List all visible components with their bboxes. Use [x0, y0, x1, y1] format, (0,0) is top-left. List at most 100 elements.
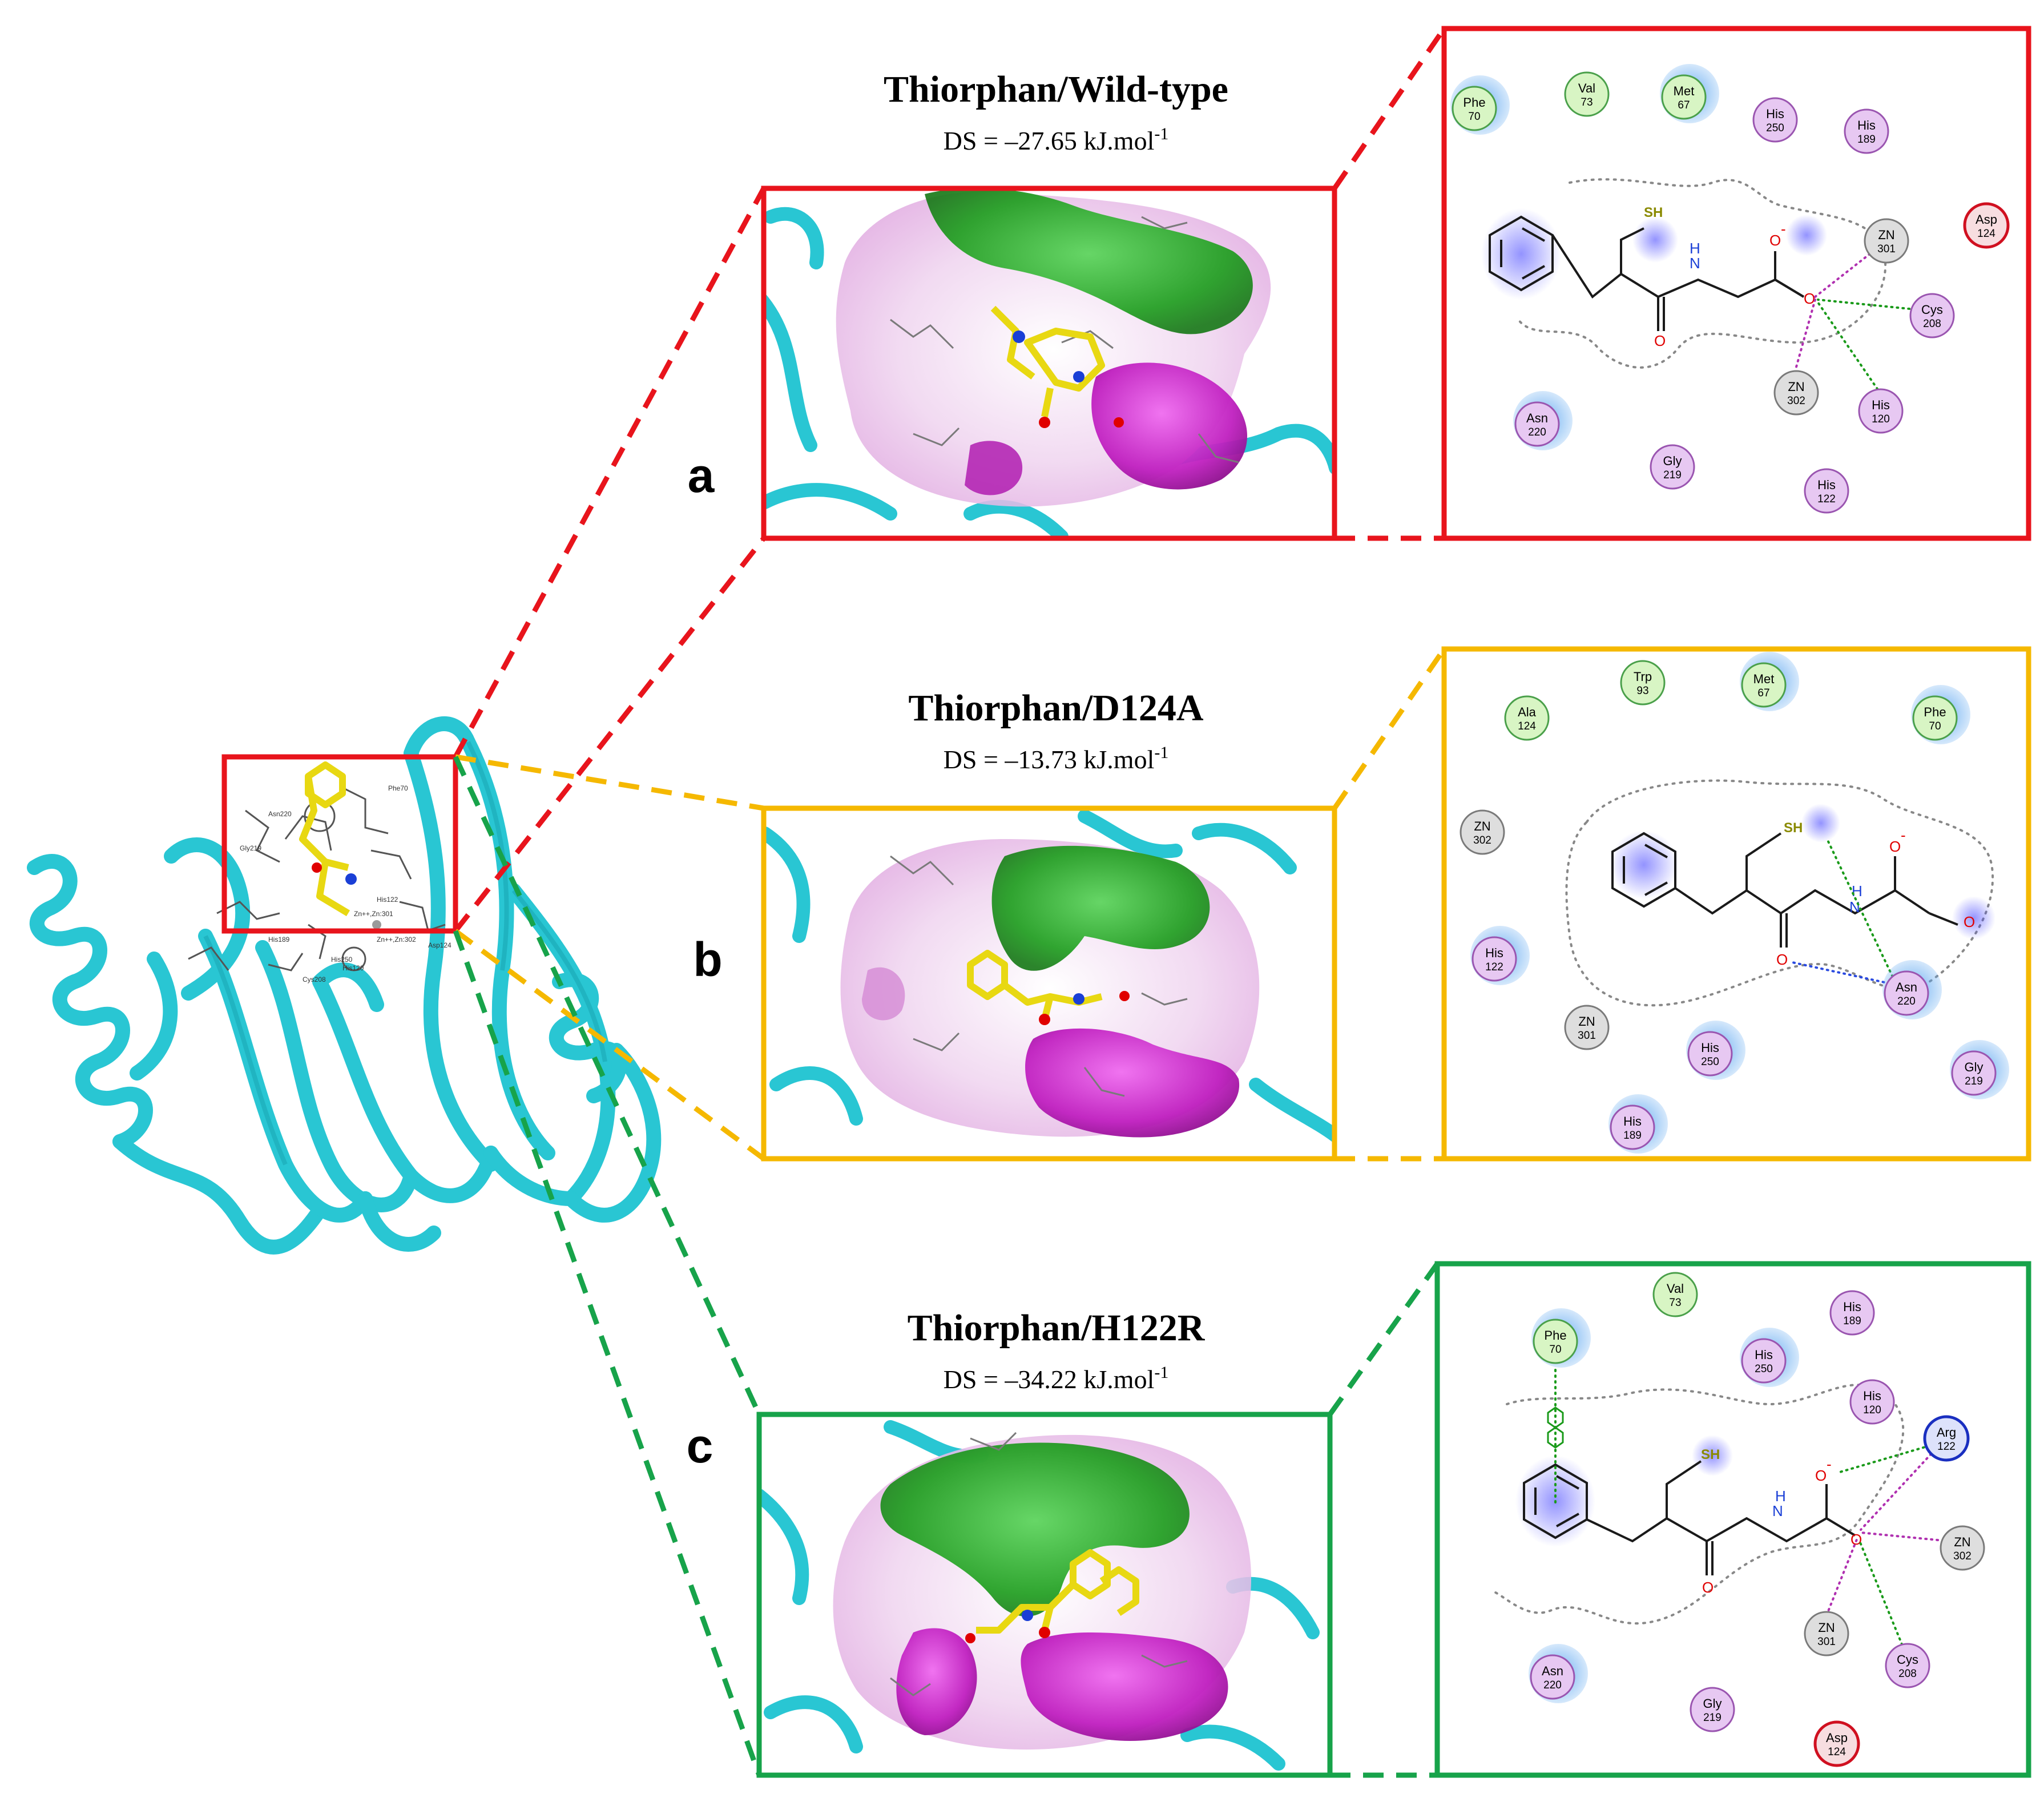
atom-charge: -: [1827, 1456, 1832, 1473]
ribbon-sheet-2: [255, 940, 418, 1212]
residue-name: Phe: [1924, 705, 1946, 719]
ribbon-loop-6: [483, 1146, 578, 1206]
connector-lines: [453, 27, 1446, 1778]
atom-o: O: [1964, 913, 1975, 930]
atom-o-minus: O: [1815, 1467, 1827, 1484]
residue-circle: [1912, 695, 1958, 741]
residue-circle: [1564, 1005, 1610, 1050]
atom-charge: -: [1781, 220, 1786, 237]
residue-number: 70: [1929, 720, 1941, 732]
atom-o: O: [1804, 290, 1815, 307]
residue-circle: [1452, 86, 1497, 131]
residue-disc: His189: [1844, 108, 1889, 154]
atom-h: H: [1852, 882, 1862, 900]
residue-number: 120: [1863, 1404, 1881, 1416]
residue-disc: Asn220: [1513, 391, 1573, 450]
residue-number: 189: [1857, 134, 1876, 146]
docking-score-unit-sup: -1: [1154, 124, 1168, 143]
residue-disc: Asn220: [1882, 960, 1942, 1019]
atom-o: O: [1654, 332, 1666, 349]
residue-disc: Gly219: [1690, 1687, 1735, 1732]
ribbon-sheet-4: [404, 746, 498, 1172]
docking-score: DS = –27.65 kJ.mol-1: [944, 124, 1169, 155]
residue-number: 302: [1787, 395, 1805, 407]
residue-circle: [1690, 1687, 1735, 1732]
overview-label: Asn220: [268, 810, 292, 818]
docking-score-unit-sup: -1: [1154, 1363, 1168, 1382]
residue-number: 250: [1766, 122, 1784, 134]
ribbon-edge-2: [466, 741, 509, 971]
panel-title: Thiorphan/H122R: [908, 1307, 1206, 1349]
residue-circle: [1940, 1525, 1985, 1571]
interaction-diagram-a: SH N H O O - O: [1441, 26, 2031, 541]
residue-circle: [1844, 108, 1889, 154]
overview-label: Zn++,Zn:302: [377, 936, 416, 944]
residue-name: Cys: [1897, 1652, 1918, 1667]
residue-disc: Cys208: [1885, 1643, 1930, 1688]
residue-number: 67: [1757, 687, 1769, 699]
residue-number: 122: [1817, 493, 1836, 505]
residue-number: 301: [1877, 243, 1896, 255]
pocket-outline: [1494, 1384, 1905, 1625]
residue-circle: [1533, 1319, 1578, 1364]
residue-disc: Asp124: [1813, 1720, 1860, 1767]
residue-disc: Phe70: [1531, 1308, 1591, 1368]
residue-name: His: [1755, 1348, 1773, 1362]
ribbon-helix-right: [549, 972, 627, 1103]
residue-name: Val: [1578, 81, 1595, 95]
residue-number: 219: [1703, 1712, 1722, 1724]
residue-disc: Asp124: [1963, 202, 2010, 249]
residue-circle: [1610, 1104, 1655, 1150]
residue-circle: [1884, 970, 1929, 1016]
residue-circle: [1951, 1050, 1997, 1096]
ribbon-loop-7: [130, 952, 178, 1081]
residue-disc: His189: [1608, 1094, 1668, 1154]
ribbon-loop-8: [358, 1191, 441, 1252]
docking-score-unit-sup: -1: [1154, 743, 1168, 762]
overview-label: Cys208: [303, 975, 326, 983]
surface-view-a: [761, 186, 1337, 541]
overview-zoom-box: [221, 754, 458, 934]
residue-number: 250: [1755, 1363, 1773, 1375]
atom-h: H: [1775, 1487, 1786, 1505]
residue-number: 220: [1897, 995, 1916, 1007]
ribbon-loop-4: [164, 837, 251, 1001]
residue-circle: [1504, 695, 1550, 741]
panel-a-heading: Thiorphan/Wild-type DS = –27.65 kJ.mol-1: [884, 68, 1228, 155]
atom-n: N: [1849, 898, 1860, 916]
ribbon-edge-1: [203, 935, 288, 1166]
residue-number: 208: [1923, 318, 1941, 330]
residue-disc: His120: [1858, 388, 1904, 434]
residue-name: Asn: [1896, 980, 1917, 994]
residue-name: ZN: [1818, 1620, 1835, 1635]
residue-name: His: [1766, 107, 1784, 121]
atom-o: O: [1776, 951, 1788, 968]
overview-label: Asp124: [428, 941, 451, 949]
residue-circle: [1773, 370, 1819, 416]
residue-disc: Gly219: [1650, 444, 1695, 490]
residue-name: Val: [1667, 1281, 1684, 1296]
panel-letter-a: a: [688, 449, 715, 502]
surface-view-c: [756, 1412, 1333, 1778]
residue-disc: Cys208: [1909, 293, 1955, 338]
residue-circle: [1741, 1338, 1787, 1384]
overview-label: His122: [377, 896, 398, 904]
residue-name: Phe: [1463, 95, 1485, 110]
overview-label: His189: [268, 936, 290, 944]
docking-score-value: DS = –27.65 kJ.mol: [944, 126, 1155, 155]
residue-name: Ala: [1518, 705, 1537, 719]
residue-circle: [1813, 1720, 1860, 1767]
residue-disc: His189: [1829, 1290, 1875, 1336]
residue-disc: His250: [1740, 1328, 1799, 1387]
residue-disc: His122: [1804, 468, 1849, 514]
pocket-outline: [1517, 178, 1887, 369]
overview-ligand: [299, 761, 350, 917]
residue-number: 301: [1817, 1636, 1836, 1648]
